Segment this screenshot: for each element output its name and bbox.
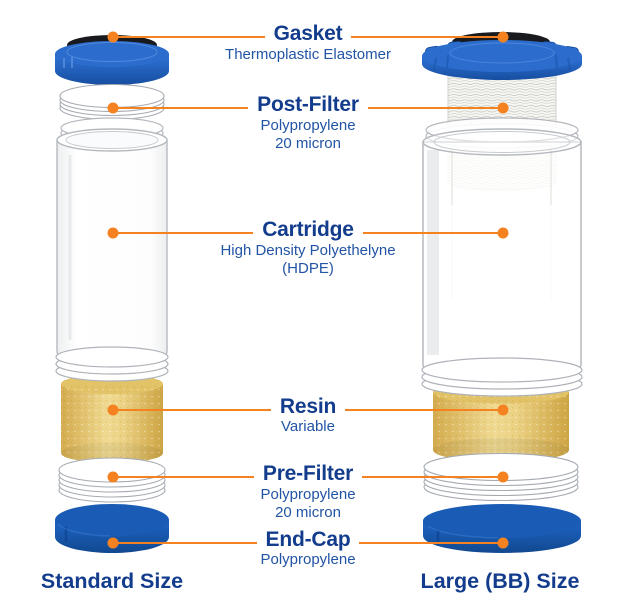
standard-cartridge-body bbox=[56, 117, 168, 364]
standard-resin bbox=[61, 374, 163, 463]
large-threads bbox=[421, 357, 583, 397]
large-cap bbox=[422, 40, 582, 80]
callout-line-left bbox=[113, 106, 249, 110]
callout-line-right bbox=[362, 475, 504, 479]
standard-filter-illustration bbox=[55, 35, 169, 553]
callout-dot-right bbox=[497, 537, 509, 549]
part-title-gasket: Gasket bbox=[273, 22, 343, 45]
callout-line-right bbox=[351, 35, 504, 39]
part-title-post-filter: Post-Filter bbox=[257, 93, 359, 116]
callout-line-right bbox=[345, 408, 503, 412]
large-size-label: Large (BB) Size bbox=[420, 569, 580, 593]
part-material-resin: Variable bbox=[281, 418, 335, 435]
standard-cap bbox=[55, 41, 169, 85]
standard-size-label: Standard Size bbox=[40, 569, 184, 593]
callout-line-right bbox=[367, 106, 503, 110]
callout-dot-right bbox=[497, 471, 509, 483]
callout-line-left bbox=[113, 408, 271, 412]
part-title-cartridge: Cartridge bbox=[262, 218, 354, 241]
standard-threads bbox=[55, 346, 169, 382]
callout-line-left bbox=[113, 35, 265, 39]
callout-line-right bbox=[362, 231, 503, 235]
standard-pre-filter bbox=[58, 457, 166, 503]
large-end-cap bbox=[423, 504, 581, 553]
standard-end-cap bbox=[55, 504, 169, 553]
part-material-pre-filter: Polypropylene 20 micron bbox=[260, 486, 356, 521]
part-material-post-filter: Polypropylene 20 micron bbox=[260, 117, 356, 152]
callout-line-right bbox=[359, 541, 503, 545]
callout-dot-right bbox=[497, 227, 509, 239]
part-material-cartridge: High Density Polyethelyne (HDPE) bbox=[220, 242, 396, 277]
callout-line-left bbox=[113, 541, 257, 545]
callout-dot-right bbox=[497, 404, 509, 416]
part-title-pre-filter: Pre-Filter bbox=[262, 462, 354, 485]
callout-line-left bbox=[113, 231, 254, 235]
part-material-gasket: Thermoplastic Elastomer bbox=[225, 46, 391, 63]
part-material-end-cap: Polypropylene bbox=[260, 551, 356, 568]
callout-dot-right bbox=[497, 31, 509, 43]
large-cartridge-body bbox=[422, 117, 582, 379]
callout-line-left bbox=[113, 475, 254, 479]
callout-dot-right bbox=[497, 102, 509, 114]
part-title-end-cap: End-Cap bbox=[265, 528, 351, 551]
part-title-resin: Resin bbox=[279, 395, 337, 418]
